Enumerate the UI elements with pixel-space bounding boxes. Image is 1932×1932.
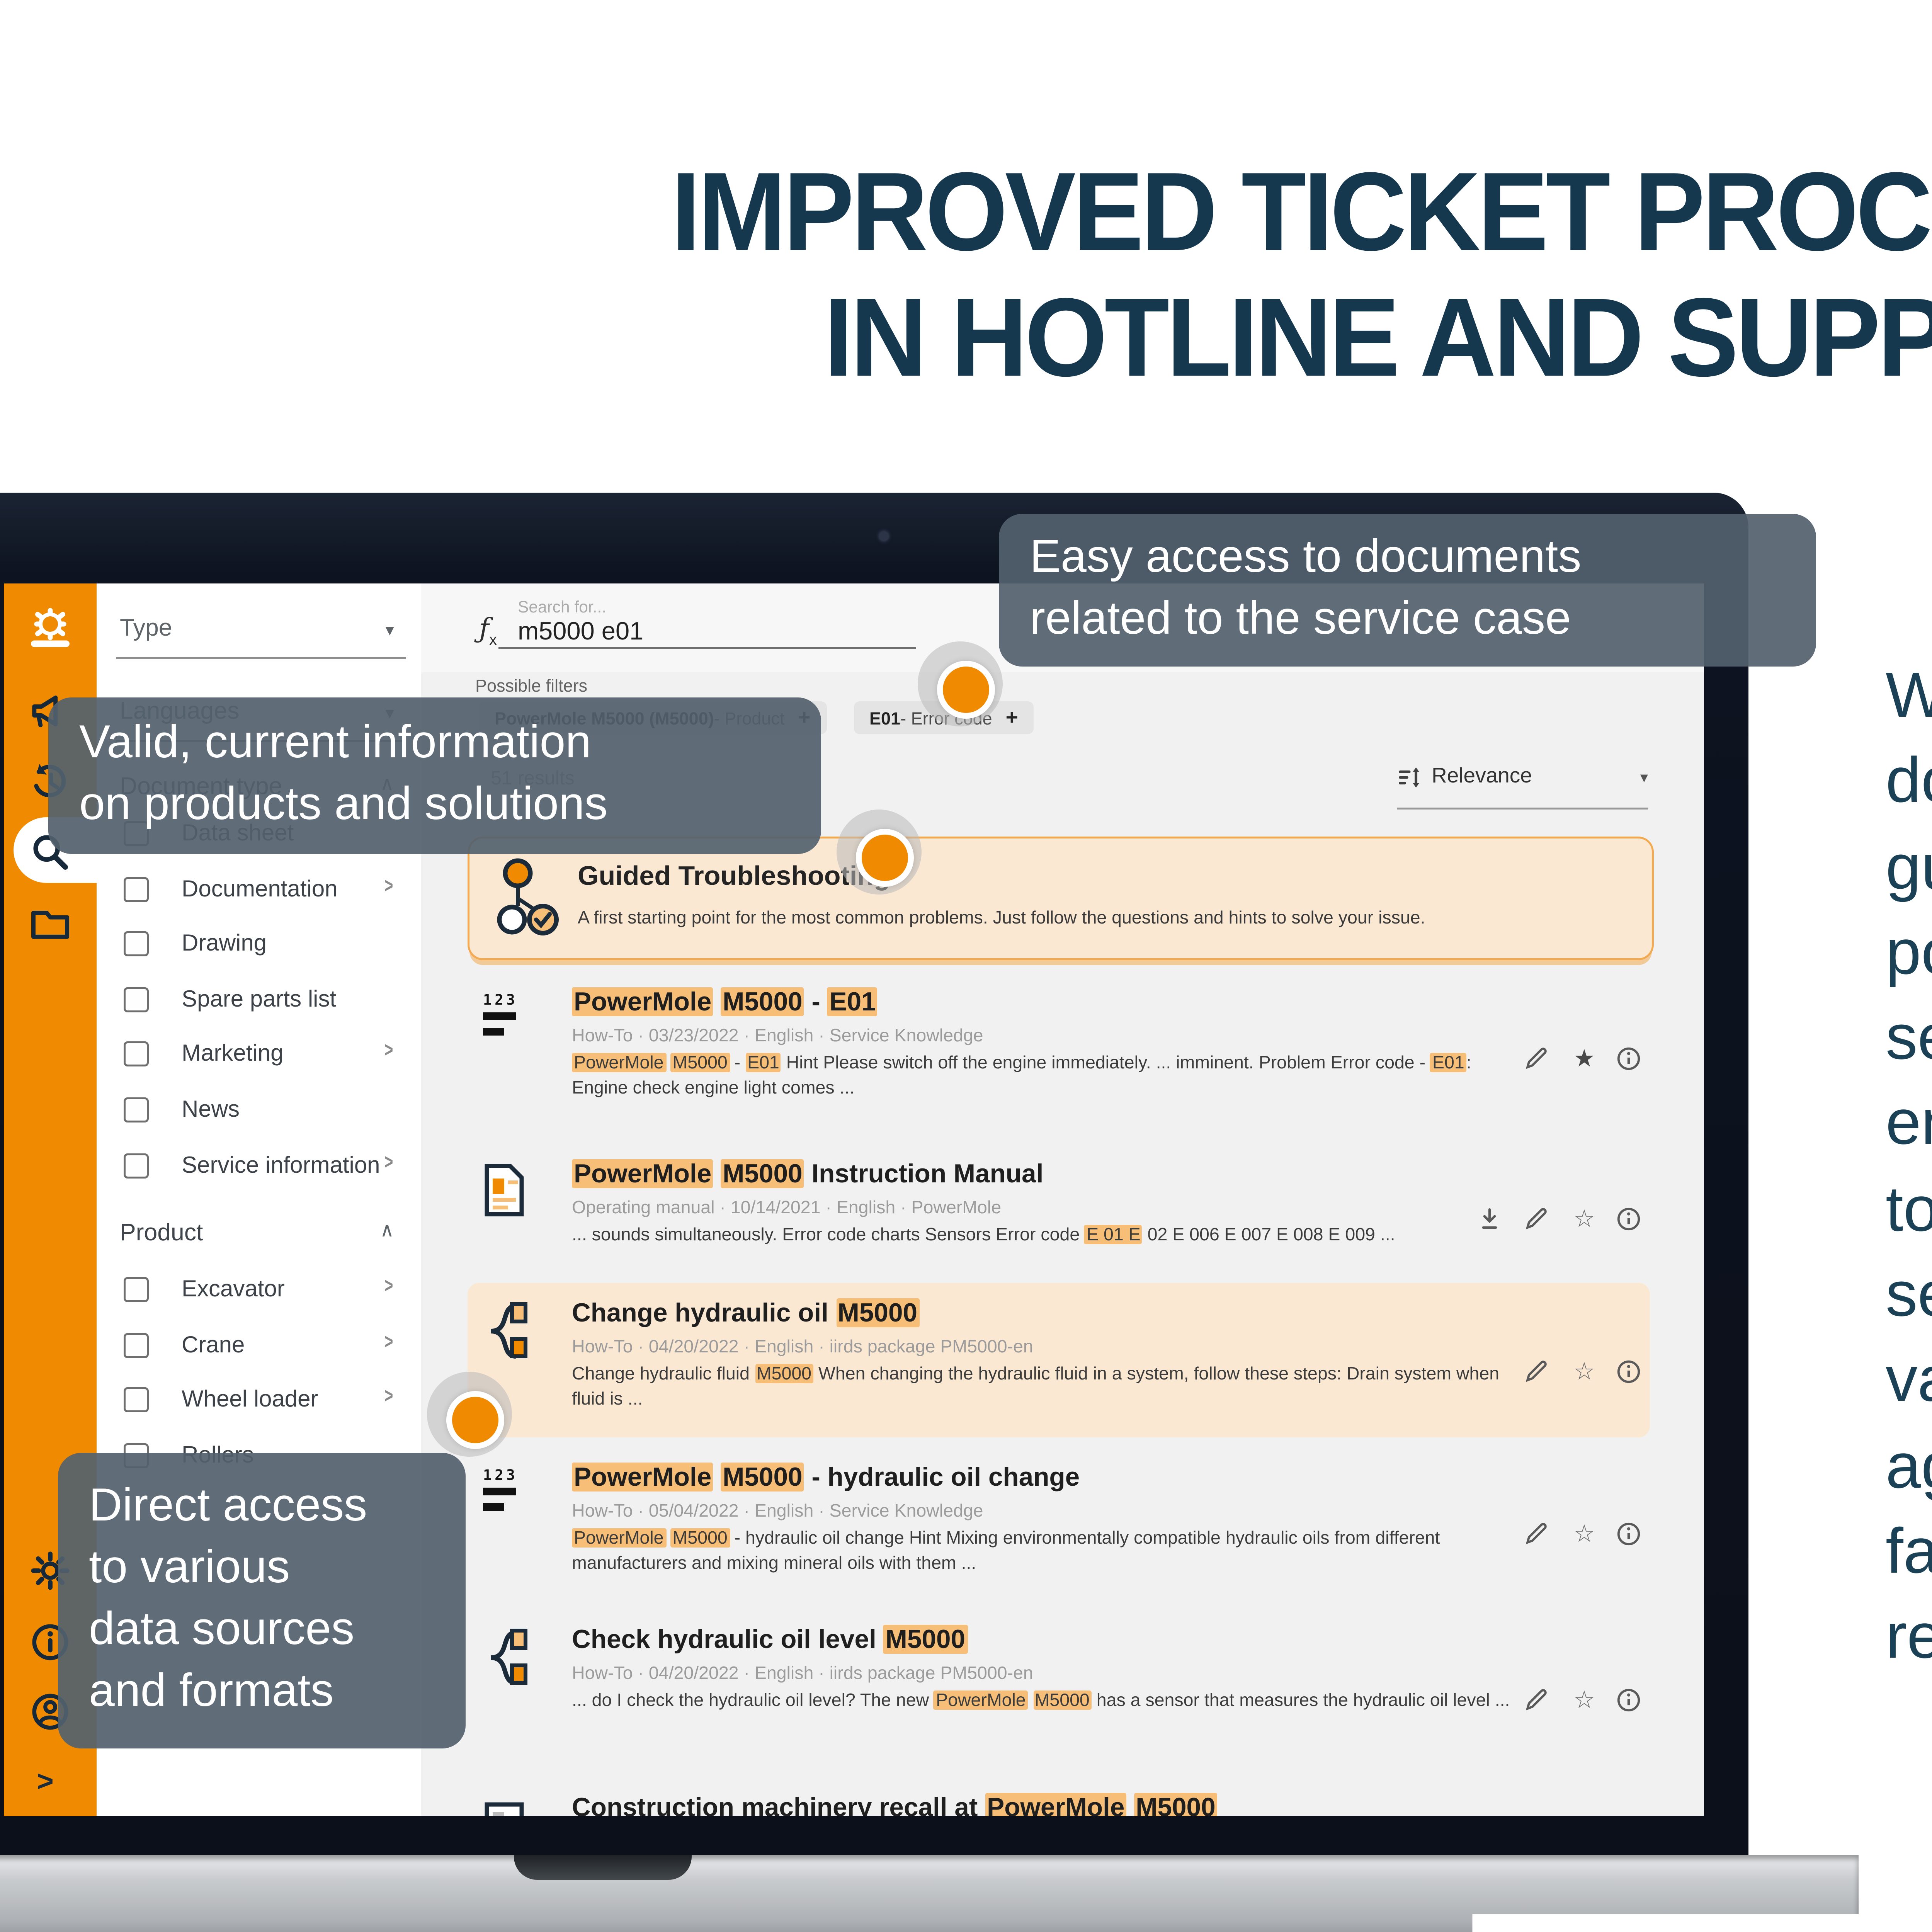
topic-branch-icon bbox=[483, 1302, 529, 1356]
sort-icon bbox=[1397, 765, 1424, 792]
result-title[interactable]: PowerMole M5000 Instruction Manual bbox=[572, 1159, 1043, 1188]
checkbox[interactable] bbox=[124, 877, 149, 902]
search-result[interactable]: PowerMole M5000 Instruction Manual Opera… bbox=[421, 1159, 1704, 1271]
checkbox[interactable] bbox=[124, 1277, 149, 1302]
result-snippet: PowerMole M5000 - hydraulic oil change H… bbox=[572, 1526, 1522, 1577]
expand-chevron-icon[interactable]: > bbox=[37, 1766, 54, 1799]
sort-label: Relevance bbox=[1432, 765, 1532, 788]
result-snippet: ... sounds simultaneously. Error code ch… bbox=[572, 1223, 1522, 1248]
result-title[interactable]: PowerMole M5000 - E01 bbox=[572, 987, 878, 1016]
document-icon bbox=[483, 1801, 529, 1816]
result-meta: How-To · 05/04/2022 · English · Service … bbox=[572, 1501, 983, 1520]
guided-troubleshooting-description: A first starting point for the most comm… bbox=[578, 908, 1425, 927]
filter-item-crane[interactable]: Crane> bbox=[97, 1327, 421, 1374]
info-circle-icon[interactable] bbox=[1615, 1045, 1646, 1076]
howto-123-icon: 123 bbox=[483, 991, 529, 1045]
sort-underline bbox=[1397, 808, 1648, 810]
search-input-underline bbox=[498, 647, 916, 649]
info-circle-icon[interactable] bbox=[1615, 1520, 1646, 1551]
caret-down-icon[interactable]: ▾ bbox=[385, 620, 394, 641]
result-title[interactable]: PowerMole M5000 - hydraulic oil change bbox=[572, 1463, 1080, 1492]
edit-pencil-icon[interactable] bbox=[1522, 1520, 1553, 1551]
sort-dropdown[interactable]: Relevance ▾ bbox=[1397, 765, 1648, 792]
search-result[interactable]: 123 PowerMole M5000 - E01 How-To · 03/23… bbox=[421, 987, 1704, 1150]
laptop-base-notch bbox=[514, 1855, 692, 1880]
page-title: IMPROVED TICKET PROCESSING IN HOTLINE AN… bbox=[77, 149, 1932, 400]
search-result[interactable]: Check hydraulic oil level M5000 How-To ·… bbox=[421, 1625, 1704, 1760]
laptop-base bbox=[0, 1855, 1859, 1932]
favorite-star-outline-icon[interactable]: ☆ bbox=[1569, 1358, 1600, 1389]
checkbox[interactable] bbox=[124, 1097, 149, 1122]
checkbox[interactable] bbox=[124, 931, 149, 956]
info-circle-icon[interactable] bbox=[1615, 1358, 1646, 1389]
edit-pencil-icon[interactable] bbox=[1522, 1358, 1553, 1389]
filter-item-service-information[interactable]: Service information> bbox=[97, 1148, 421, 1194]
checkbox[interactable] bbox=[124, 1041, 149, 1066]
guided-troubleshooting-icon bbox=[495, 856, 564, 941]
favorite-star-outline-icon[interactable]: ☆ bbox=[1569, 1206, 1600, 1236]
caret-up-icon[interactable]: ∧ bbox=[380, 1221, 394, 1242]
result-meta: How-To · 03/23/2022 · English · Service … bbox=[572, 1026, 983, 1045]
folder-icon[interactable] bbox=[29, 902, 71, 945]
possible-filters-label: Possible filters bbox=[475, 676, 587, 696]
topic-branch-icon bbox=[483, 1629, 529, 1683]
edit-pencil-icon[interactable] bbox=[1522, 1687, 1553, 1718]
type-dropdown-underline bbox=[116, 657, 406, 659]
caret-down-icon: ▾ bbox=[1640, 769, 1648, 786]
search-result[interactable]: Construction machinery recall at PowerMo… bbox=[421, 1781, 1704, 1816]
fx-function-icon: ƒx bbox=[479, 614, 497, 649]
favorite-star-outline-icon[interactable]: ☆ bbox=[1569, 1687, 1600, 1718]
body-paragraph: Whether it’s servicedocuments, solved ca… bbox=[1886, 653, 1932, 1680]
filter-item-marketing[interactable]: Marketing> bbox=[97, 1036, 421, 1082]
laptop-camera bbox=[879, 531, 889, 541]
callout-anchor-dot bbox=[937, 661, 995, 719]
filter-item-documentation[interactable]: Documentation> bbox=[97, 871, 421, 918]
edit-pencil-icon[interactable] bbox=[1522, 1206, 1553, 1236]
callout-direct-access: Direct access to various data sources an… bbox=[58, 1453, 466, 1748]
checkbox[interactable] bbox=[124, 987, 149, 1012]
product-section-label[interactable]: Product bbox=[120, 1219, 203, 1246]
checkbox[interactable] bbox=[124, 1333, 149, 1358]
guided-troubleshooting-card[interactable]: Guided Troubleshooting A first starting … bbox=[468, 837, 1654, 960]
favorite-star-filled-icon[interactable]: ★ bbox=[1569, 1045, 1600, 1076]
search-result[interactable]: 123 PowerMole M5000 - hydraulic oil chan… bbox=[421, 1463, 1704, 1598]
filter-item-news[interactable]: News bbox=[97, 1092, 421, 1138]
callout-valid-information: Valid, current information on products a… bbox=[48, 697, 821, 854]
edit-pencil-icon[interactable] bbox=[1522, 1045, 1553, 1076]
filter-item-wheel-loader[interactable]: Wheel loader> bbox=[97, 1381, 421, 1428]
checkbox[interactable] bbox=[124, 1387, 149, 1412]
search-placeholder: Search for... bbox=[518, 597, 606, 616]
result-snippet: PowerMole M5000 - E01 Hint Please switch… bbox=[572, 1051, 1522, 1101]
result-title[interactable]: Construction machinery recall at PowerMo… bbox=[572, 1793, 1218, 1816]
search-result-highlighted[interactable]: Change hydraulic oil M5000 How-To · 04/2… bbox=[421, 1298, 1704, 1441]
result-title[interactable]: Change hydraulic oil M5000 bbox=[572, 1298, 919, 1327]
filter-item-spare-parts-list[interactable]: Spare parts list bbox=[97, 981, 421, 1028]
callout-easy-access: Easy access to documents related to the … bbox=[999, 514, 1816, 667]
result-meta: How-To · 04/20/2022 · English · iirds pa… bbox=[572, 1663, 1033, 1683]
result-snippet: Change hydraulic fluid M5000 When changi… bbox=[572, 1362, 1522, 1412]
callout-anchor-dot bbox=[856, 829, 914, 887]
result-meta: How-To · 04/20/2022 · English · iirds pa… bbox=[572, 1337, 1033, 1356]
result-title[interactable]: Check hydraulic oil level M5000 bbox=[572, 1625, 967, 1654]
result-meta: Operating manual · 10/14/2021 · English … bbox=[572, 1198, 1001, 1217]
favorite-star-outline-icon[interactable]: ☆ bbox=[1569, 1520, 1600, 1551]
info-circle-icon[interactable] bbox=[1615, 1687, 1646, 1718]
filter-item-drawing[interactable]: Drawing bbox=[97, 925, 421, 972]
info-circle-icon[interactable] bbox=[1615, 1206, 1646, 1236]
result-snippet: ... do I check the hydraulic oil level? … bbox=[572, 1689, 1522, 1714]
document-icon bbox=[483, 1163, 529, 1217]
download-icon[interactable] bbox=[1476, 1206, 1507, 1236]
callout-anchor-dot bbox=[446, 1391, 504, 1449]
howto-123-icon: 123 bbox=[483, 1466, 529, 1520]
checkbox[interactable] bbox=[124, 1153, 149, 1179]
search-input[interactable]: m5000 e01 bbox=[518, 616, 643, 645]
filter-item-excavator[interactable]: Excavator> bbox=[97, 1271, 421, 1318]
add-filter-icon: + bbox=[1006, 706, 1018, 730]
app-logo bbox=[21, 607, 79, 657]
type-dropdown-label[interactable]: Type bbox=[120, 614, 172, 641]
